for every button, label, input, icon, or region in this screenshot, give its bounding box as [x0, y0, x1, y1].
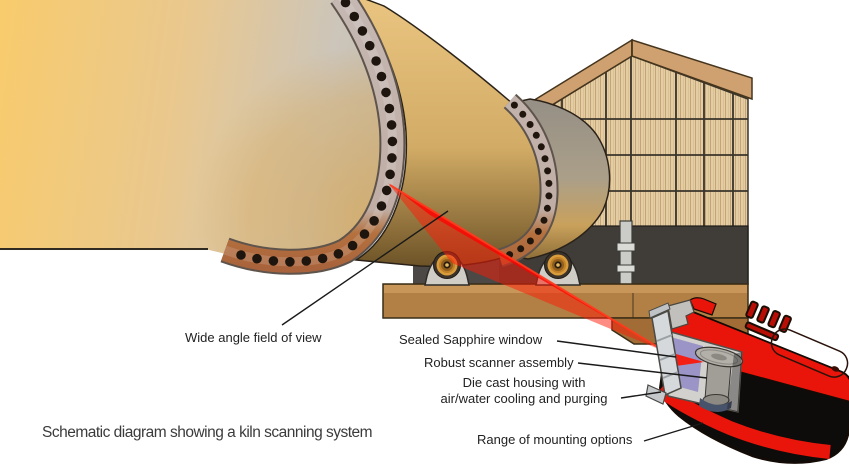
secondary-flange-ring [500, 101, 552, 258]
label-range-of-mounting-options: Range of mounting options [477, 432, 633, 447]
label-die-cast-housing: Die cast housing with air/water cooling … [440, 375, 608, 406]
label-robust-scanner-assembly: Robust scanner assembly [424, 355, 574, 370]
downpipe [616, 220, 636, 287]
scanner-device [645, 297, 849, 464]
label-sealed-sapphire-window: Sealed Sapphire window [399, 332, 543, 347]
scanner-lid-inset [770, 328, 849, 378]
kiln [0, 0, 611, 267]
scanner-assembly-motor [694, 346, 744, 413]
scanner-lid-tab [689, 297, 717, 316]
leader-lines [281, 210, 708, 442]
kiln-flange-ring [225, 0, 397, 267]
scanner-vents-icon [744, 300, 792, 342]
trunnion-roller-right [535, 251, 581, 286]
label-wide-angle-field-of-view: Wide angle field of view [185, 330, 322, 345]
scanner-bottom-rim [655, 384, 831, 459]
diagram-caption: Schematic diagram showing a kiln scannin… [42, 424, 373, 441]
scan-beam [388, 183, 667, 353]
